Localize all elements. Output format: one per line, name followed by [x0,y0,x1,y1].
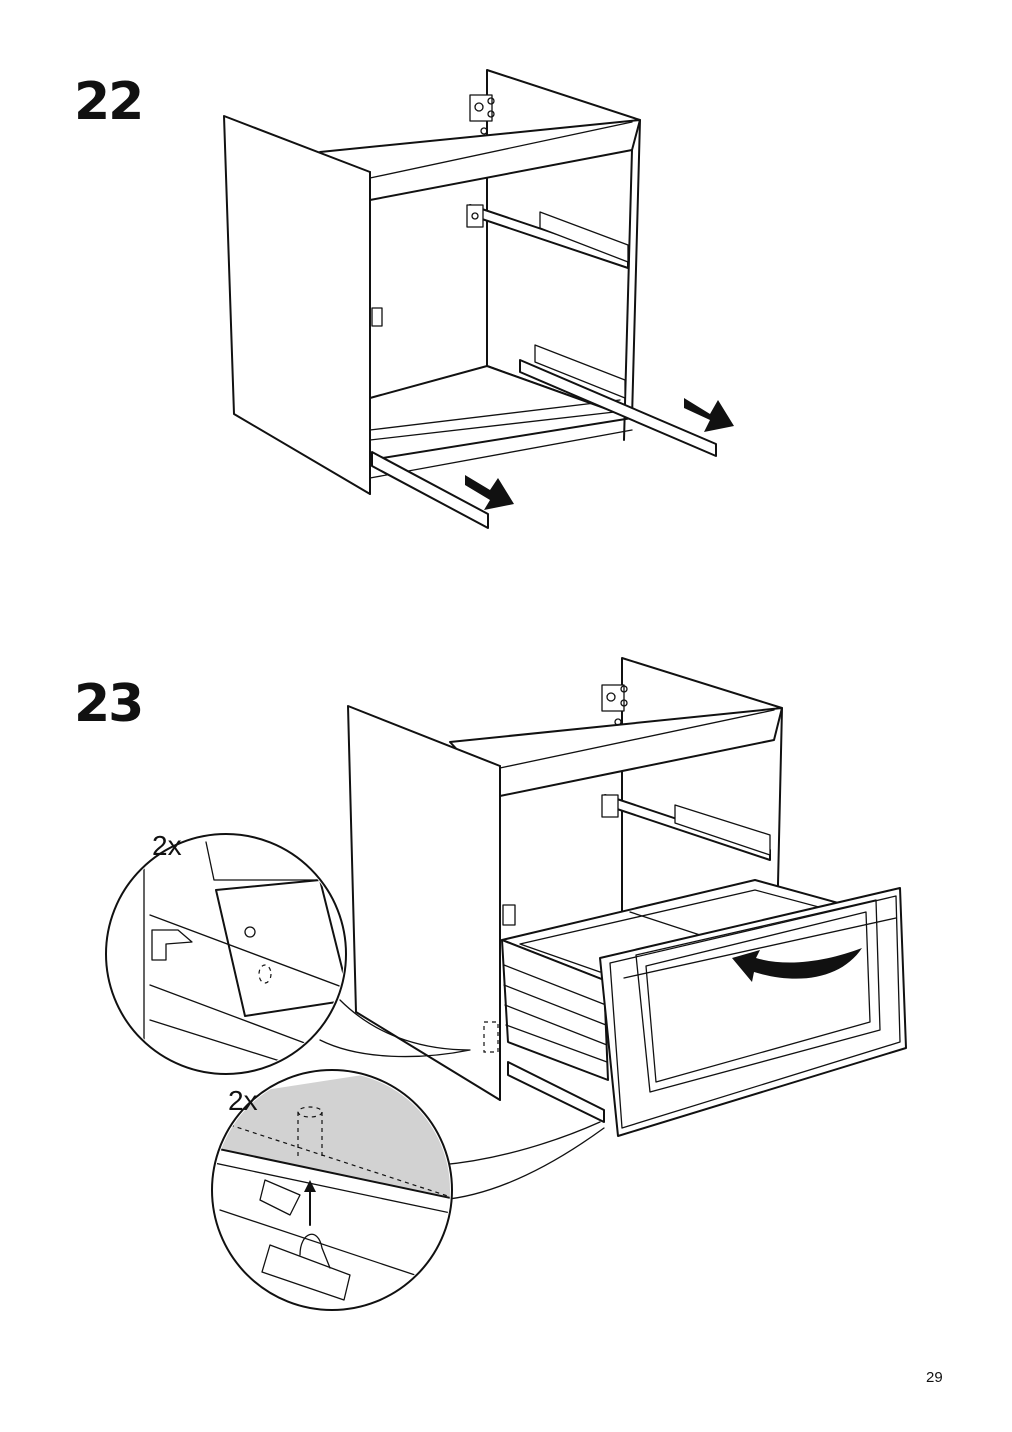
pull-arrow-icon [684,398,734,432]
step-number-23: 23 [74,674,144,734]
step-23-cabinet-illustration [347,657,907,1137]
step-22-cabinet-illustration [223,69,734,529]
page-number: 29 [926,1369,943,1386]
detail-callout-clip [211,1069,605,1311]
detail-callout-hinge [105,833,471,1075]
quantity-label-hinge: 2x [152,830,182,861]
push-arrow-icon [732,948,862,982]
step-number-22: 22 [74,72,144,132]
quantity-label-clip: 2x [228,1085,258,1116]
pull-arrow-icon [465,475,514,510]
